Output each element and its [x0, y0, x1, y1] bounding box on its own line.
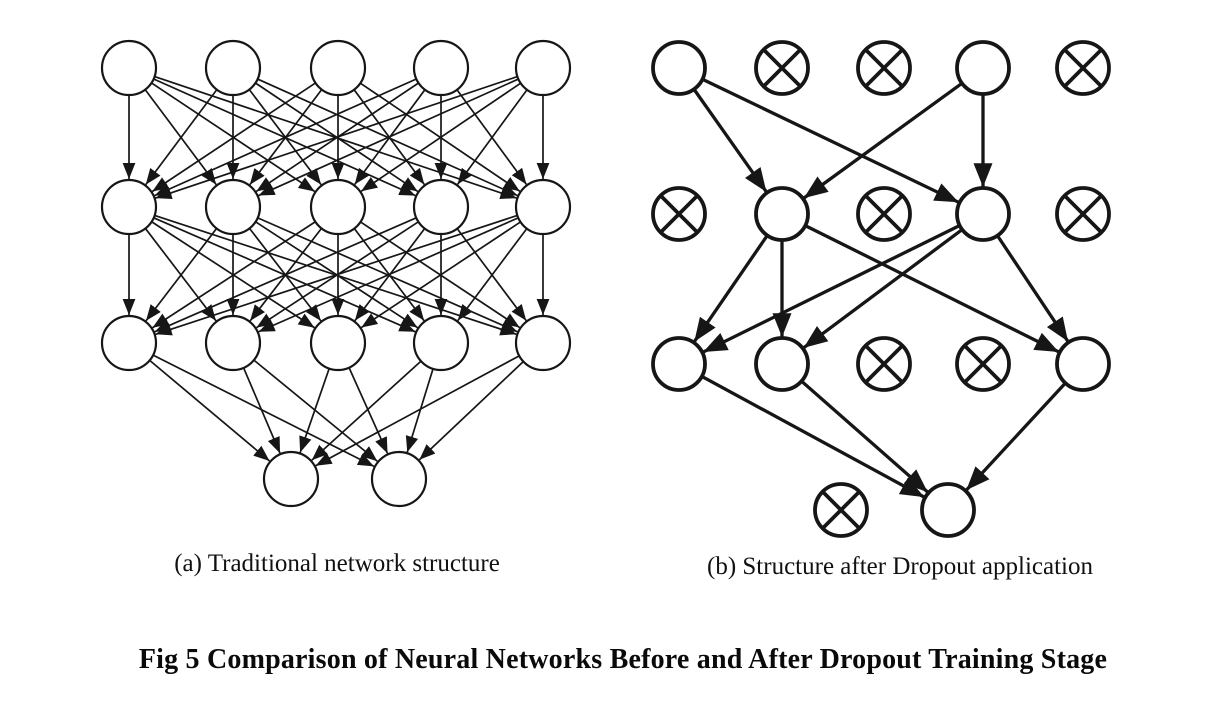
connection-arrow: [155, 214, 518, 336]
neuron-node: [514, 39, 572, 97]
neuron-node: [309, 314, 367, 372]
connection-arrow: [154, 217, 417, 333]
connection-arrow: [965, 381, 1067, 492]
neuron-node: [955, 40, 1011, 96]
dropped-neuron-node: [856, 186, 912, 242]
dropped-neuron-node: [813, 482, 869, 538]
dropout-x-mark: [1062, 47, 1104, 89]
neuron-node: [754, 336, 810, 392]
connection-arrow: [149, 359, 271, 462]
connection-arrow: [701, 374, 926, 499]
neuron-node: [204, 39, 262, 97]
connection-arrow: [360, 82, 522, 192]
connection-arrow: [315, 355, 520, 467]
connection-arrow: [418, 360, 524, 461]
neuron-node: [204, 178, 262, 236]
dropped-neuron-node: [955, 336, 1011, 392]
neuron-node: [412, 178, 470, 236]
dropout-x-mark: [863, 47, 905, 89]
connection-arrow: [154, 78, 417, 197]
connection-arrow: [701, 77, 960, 204]
dropped-neuron-node: [1055, 186, 1111, 242]
neuron-node: [651, 336, 707, 392]
neuron-node: [262, 450, 320, 508]
neuron-node: [754, 186, 810, 242]
dropped-neuron-node: [1055, 40, 1111, 96]
neuron-node: [370, 450, 428, 508]
connection-arrow: [348, 367, 389, 454]
connection-arrow: [242, 367, 281, 454]
neuron-node: [100, 314, 158, 372]
neuron-node: [412, 314, 470, 372]
neuron-node: [514, 178, 572, 236]
connection-arrow: [299, 368, 330, 453]
neuron-node: [100, 39, 158, 97]
dropout-x-mark: [863, 343, 905, 385]
connection-arrow: [311, 360, 422, 461]
dropped-neuron-node: [754, 40, 810, 96]
connection-arrow: [456, 89, 528, 185]
connection-arrow: [152, 221, 316, 329]
connection-arrow: [692, 88, 768, 193]
neuron-node: [309, 178, 367, 236]
dropout-x-mark: [658, 193, 700, 235]
dropout-x-mark: [761, 47, 803, 89]
connection-arrow: [155, 75, 518, 200]
neuron-node: [920, 482, 976, 538]
dropout-x-mark: [1062, 193, 1104, 235]
dropped-neuron-node: [856, 336, 912, 392]
neuron-node: [100, 178, 158, 236]
neuron-node: [1055, 336, 1111, 392]
connection-arrow: [360, 221, 521, 329]
dropout-x-mark: [820, 489, 862, 531]
caption-dropout: (b) Structure after Dropout application: [707, 553, 1093, 580]
neuron-node: [204, 314, 262, 372]
dropout-x-mark: [863, 193, 905, 235]
connection-arrow: [996, 234, 1070, 343]
connection-arrow: [152, 354, 375, 468]
neuron-node: [412, 39, 470, 97]
connection-arrow: [258, 78, 519, 197]
connection-arrow: [802, 81, 963, 200]
neuron-node: [955, 186, 1011, 242]
caption-traditional: (a) Traditional network structure: [174, 550, 500, 577]
connection-arrow: [802, 228, 964, 350]
dropout-network-diagram: [651, 40, 1111, 538]
connection-arrow: [692, 234, 769, 343]
figure-title: Fig 5 Comparison of Neural Networks Befo…: [138, 644, 1108, 675]
connection-arrow: [151, 82, 316, 193]
connection-arrow: [145, 227, 218, 322]
neuron-node: [514, 314, 572, 372]
dropout-x-mark: [962, 343, 1004, 385]
connection-arrow: [258, 217, 519, 333]
connection-arrow: [804, 224, 1060, 354]
connection-arrow: [405, 368, 434, 453]
connection-arrow: [253, 359, 378, 462]
dropped-neuron-node: [651, 186, 707, 242]
connection-arrow: [145, 89, 218, 186]
neuron-node: [651, 40, 707, 96]
connection-arrow: [457, 228, 528, 322]
dropped-neuron-node: [856, 40, 912, 96]
connection-arrow: [702, 224, 961, 354]
neuron-node: [309, 39, 367, 97]
connection-arrow: [800, 379, 929, 494]
traditional-network-diagram: [100, 39, 572, 508]
